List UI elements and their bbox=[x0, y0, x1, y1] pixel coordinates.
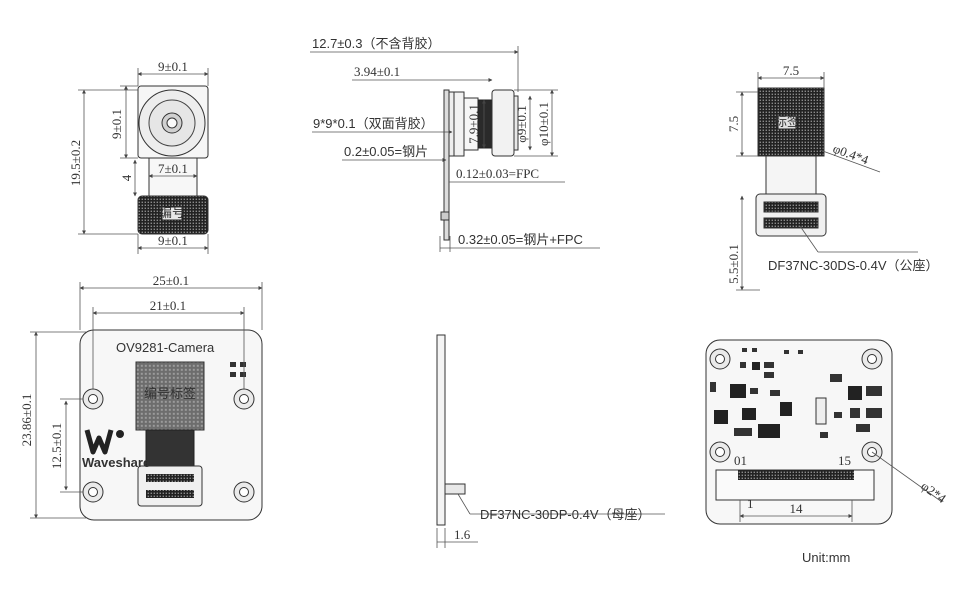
smd-parts-front bbox=[230, 362, 246, 377]
pin-first-label: 1 bbox=[747, 496, 754, 511]
board-width-label: 25±0.1 bbox=[153, 273, 189, 288]
connector-sticker bbox=[161, 206, 183, 221]
waveshare-logo: Waveshare bbox=[82, 429, 150, 470]
lens-length-label: 3.94±0.1 bbox=[354, 64, 400, 79]
pin-label-end: 15 bbox=[838, 453, 851, 468]
board-height-label: 23.86±0.1 bbox=[19, 394, 34, 447]
fpc-thickness-label: 0.12±0.03=FPC bbox=[456, 166, 539, 181]
tape-label: 9*9*0.1（双面背胶） bbox=[313, 116, 434, 131]
connector-front bbox=[137, 465, 203, 507]
lens-dia-10-label: φ10±0.1 bbox=[536, 102, 551, 146]
thickness-label: 1.6 bbox=[454, 527, 471, 542]
tape-layer bbox=[448, 91, 455, 157]
lens-tip bbox=[491, 89, 515, 157]
board-back-view: 01 15 1 14 φ2*4 bbox=[705, 339, 949, 525]
back-connector-pins bbox=[738, 470, 854, 480]
inner-width-label: 21±0.1 bbox=[150, 298, 186, 313]
connector-pins-upper bbox=[763, 201, 819, 213]
side-connector bbox=[444, 483, 466, 495]
lens-base bbox=[453, 91, 465, 157]
back-hole-label: φ2*4 bbox=[918, 478, 949, 506]
connector-width-label: 9±0.1 bbox=[158, 233, 188, 248]
module-top-view: 编号 9±0.1 9±0.1 19.5±0.2 7±0.1 4 9±0.1 bbox=[68, 59, 209, 254]
pin-label-start: 01 bbox=[734, 453, 747, 468]
unit-label: Unit:mm bbox=[802, 550, 850, 565]
svg-text:Waveshare: Waveshare bbox=[82, 455, 150, 470]
board-title: OV9281-Camera bbox=[116, 340, 215, 355]
connector-sticker-text: 编号 bbox=[159, 205, 185, 220]
steel-label: 0.2±0.05=钢片 bbox=[344, 144, 428, 159]
lens-height-label: 9±0.1 bbox=[109, 109, 124, 139]
sensor-module-text: 编号标签 bbox=[144, 386, 196, 401]
pin-count-label: 14 bbox=[790, 501, 804, 516]
sensor-sticker bbox=[777, 115, 797, 130]
height-lower-label: 5.5±0.1 bbox=[726, 244, 741, 284]
fpc-front bbox=[145, 429, 195, 467]
connector-front-pins-b bbox=[146, 490, 194, 498]
total-length-label: 12.7±0.3（不含背胶） bbox=[312, 36, 441, 51]
side-connector-label: DF37NC-30DP-0.4V（母座） bbox=[480, 507, 651, 522]
fpc-side bbox=[440, 211, 450, 221]
mount-holes-back bbox=[709, 348, 883, 463]
height-label: 7.5 bbox=[726, 116, 741, 132]
board-side-view: DF37NC-30DP-0.4V（母座） 1.6 bbox=[436, 334, 665, 548]
module-back-view: 标签 7.5 7.5 φ0.4*4 5.5±0.1 DF37NC-30DS-0.… bbox=[726, 63, 939, 291]
hole-label: φ0.4*4 bbox=[831, 141, 871, 168]
connector-label: DF37NC-30DS-0.4V（公座） bbox=[768, 258, 939, 273]
board-edge bbox=[436, 334, 446, 526]
mount-holes-front bbox=[82, 388, 255, 503]
sensor-module bbox=[135, 361, 205, 431]
connector-back bbox=[755, 193, 827, 237]
connector-front-pins-a bbox=[146, 474, 194, 482]
lens-center bbox=[166, 117, 178, 129]
lens-dia-9-label: φ9±0.1 bbox=[514, 105, 529, 142]
total-height-label: 19.5±0.2 bbox=[68, 140, 83, 186]
smd-parts-back bbox=[710, 348, 882, 438]
steel-plate bbox=[443, 89, 450, 241]
connector-pins-lower bbox=[763, 217, 819, 229]
width-label: 7.5 bbox=[783, 63, 799, 78]
steel-fpc-label: 0.32±0.05=钢片+FPC bbox=[458, 232, 583, 247]
lens-cap bbox=[513, 95, 519, 151]
hole-offset-label: 12.5±0.1 bbox=[49, 423, 64, 469]
sensor-sticker-text: 标签 bbox=[774, 114, 800, 129]
lens-width-label: 9±0.1 bbox=[158, 59, 188, 74]
fpc-gap-label: 4 bbox=[119, 174, 134, 181]
module-side-view: 12.7±0.3（不含背胶） 3.94±0.1 9*9*0.1（双面背胶） 0.… bbox=[310, 36, 600, 252]
board-front-view: 编号标签 OV9281-Camera Waveshare 25±0.1 21±0… bbox=[19, 273, 263, 521]
fpc-width-label: 7±0.1 bbox=[158, 161, 188, 176]
lens-dia-small-label: 7.9±0.1 bbox=[466, 104, 481, 144]
fpc-back bbox=[765, 155, 817, 195]
